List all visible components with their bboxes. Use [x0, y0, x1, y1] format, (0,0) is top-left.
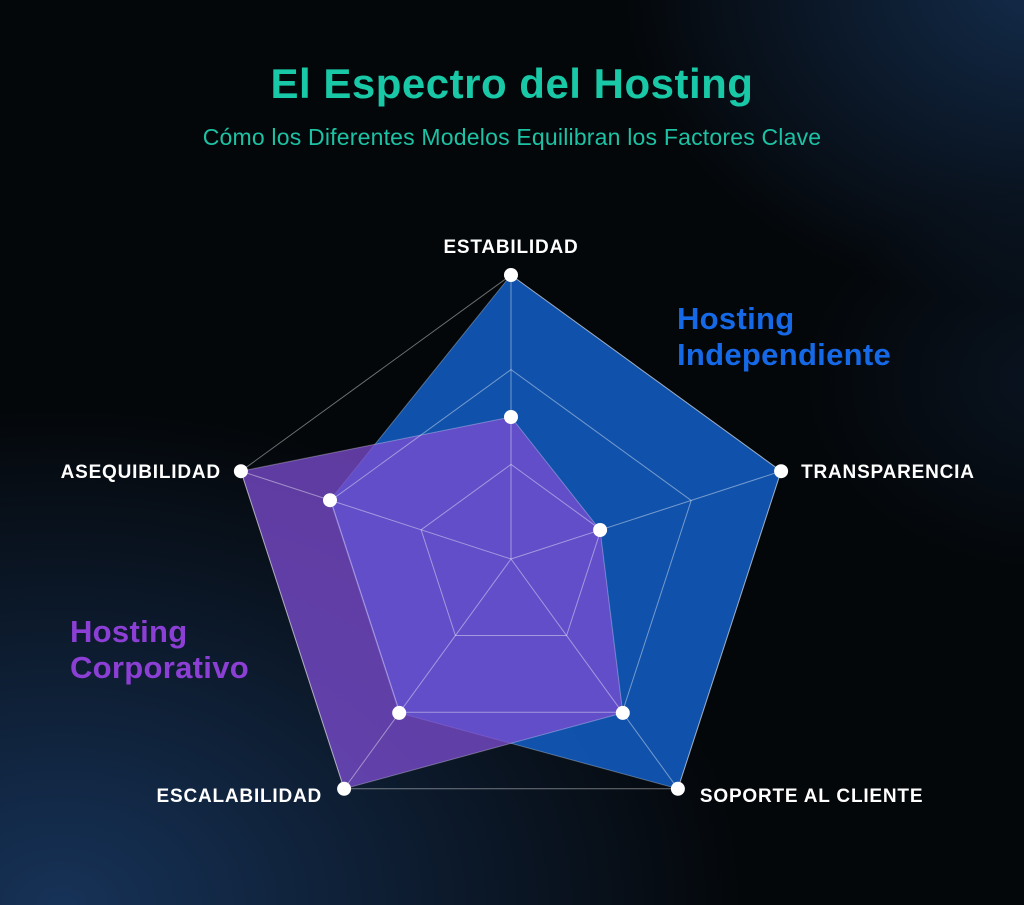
- data-point-0-2: [670, 781, 685, 796]
- series-label-line: Independiente: [677, 336, 892, 372]
- series-label-line: Hosting: [677, 301, 795, 336]
- axis-label-0: ESTABILIDAD: [443, 237, 578, 258]
- grid-spoke-4: [240, 470, 512, 560]
- grid-spoke-1: [510, 470, 782, 560]
- axis-label-2: SOPORTE AL CLIENTE: [700, 786, 923, 807]
- grid-ring-1: [330, 368, 692, 713]
- axis-label-3: ESCALABILIDAD: [157, 786, 323, 807]
- data-point-1-2: [615, 705, 630, 720]
- data-point-0-4: [323, 493, 337, 508]
- series-label-hosting-independiente: Hosting Independiente: [677, 301, 891, 373]
- series-label-line: Hosting: [70, 614, 188, 649]
- data-points: [233, 268, 789, 796]
- data-point-1-0: [504, 410, 518, 424]
- axis-labels: ESTABILIDAD TRANSPARENCIA SOPORTE AL CLIEN…: [61, 237, 975, 807]
- grid-spoke-2: [510, 558, 679, 790]
- axis-label-1: TRANSPARENCIA: [801, 462, 975, 483]
- data-point-1-1: [593, 523, 608, 537]
- series-label-hosting-corporativo: Hosting Corporativo: [70, 614, 249, 686]
- data-point-1-3: [337, 781, 352, 796]
- page-title: El Espectro del Hosting: [270, 60, 754, 107]
- data-point-0-0: [504, 268, 518, 282]
- data-point-0-3: [392, 705, 407, 720]
- grid-ring-2: [240, 274, 782, 790]
- axis-label-4: ASEQUIBILIDAD: [61, 462, 221, 483]
- series-polygons: [240, 274, 782, 790]
- page-subtitle: Cómo los Diferentes Modelos Equilibran l…: [202, 124, 822, 150]
- data-point-0-1: [774, 464, 789, 479]
- series-polygon-1: [240, 416, 624, 790]
- data-point-1-4: [233, 464, 248, 479]
- series-label-line: Corporativo: [70, 649, 249, 685]
- grid-spoke-3: [343, 558, 512, 790]
- grid-ring-0: [420, 463, 602, 636]
